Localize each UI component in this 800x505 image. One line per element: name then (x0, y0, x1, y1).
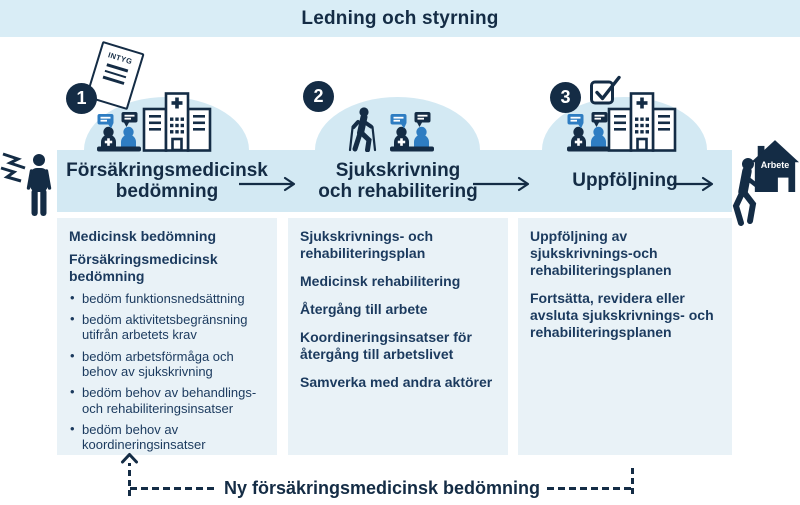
ill-person-icon (26, 154, 52, 216)
bullet-item: bedöm behov av koordineringsinsatser (69, 421, 265, 453)
feedback-loop-label: Ny försäkringsmedicinsk bedömning (223, 478, 541, 498)
step2-title-line1: Sjukskrivning (335, 159, 461, 181)
banner-title: Ledning och styrning (301, 7, 499, 29)
step1-title-line1: Försäkringsmedicinsk (66, 159, 268, 181)
step3-item: Fortsätta, revidera eller avsluta sjuksk… (530, 289, 714, 340)
pain-flash-icon (0, 152, 26, 183)
step1-number-badge: 1 (66, 83, 97, 114)
step1-heading-1: Medicinsk bedömning (69, 228, 217, 244)
hospital-icon (607, 92, 677, 152)
step1-heading-2: Försäkringsmedicinsk bedömning (69, 250, 218, 284)
loop-right-vertical-dash (631, 464, 634, 494)
bullet-item: bedöm behov av behandlings- och rehabili… (69, 384, 265, 416)
step2-title-line2: och rehabilitering (318, 181, 478, 202)
step3-number-badge: 3 (550, 82, 581, 113)
step3-title: Uppföljning (518, 150, 732, 212)
loop-dash-left (130, 487, 217, 490)
arrow-step3-to-work-icon (673, 176, 714, 192)
step1-title: Försäkringsmedicinsk bedömning (57, 150, 277, 212)
bullet-item: bedöm funktionsnedsättning (69, 290, 265, 306)
feedback-loop: Ny försäkringsmedicinsk bedömning (130, 478, 635, 499)
hospital-icon (142, 92, 212, 152)
arrow-step1-to-step2-icon (238, 176, 296, 192)
step2-item: Koordineringsinsatser för återgång till … (300, 328, 472, 362)
step3-title-line1: Uppföljning (572, 170, 678, 192)
banner: Ledning och styrning (0, 0, 800, 37)
step2-title: Sjukskrivning och rehabilitering (288, 150, 508, 212)
step2-number-badge: 2 (303, 81, 334, 112)
step1-bullet-list: bedöm funktionsnedsättning bedöm aktivit… (69, 290, 265, 453)
checkbox-checked-icon (590, 75, 621, 105)
step2-item: Återgång till arbete (300, 300, 428, 317)
bullet-item: bedöm aktivitetsbegränsning utifrån arbe… (69, 311, 265, 343)
step3-detail-box: Uppföljning av sjukskrivnings-och rehabi… (518, 218, 732, 455)
loop-up-arrowhead-icon (121, 453, 138, 464)
step2-item: Sjukskrivnings- och rehabiliteringsplan (300, 228, 434, 261)
step2-detail-box: Sjukskrivnings- och rehabiliteringsplan … (288, 218, 508, 455)
walking-person-icon (732, 158, 759, 226)
loop-dash-right (547, 487, 635, 490)
step3-item: Uppföljning av sjukskrivnings-och rehabi… (530, 228, 672, 278)
process-band (57, 150, 732, 212)
consultation-icon (390, 112, 434, 152)
loop-left-vertical-dash (128, 463, 131, 496)
step1-detail-box: Medicinsk bedömning Försäkringsmedicinsk… (57, 218, 277, 455)
work-house-label: Arbete (760, 160, 790, 170)
step1-title-line2: bedömning (115, 181, 219, 202)
step2-item: Medicinsk rehabilitering (300, 272, 461, 289)
consultation-icon (97, 112, 141, 152)
step2-item: Samverka med andra aktörer (300, 373, 493, 390)
arrow-step2-to-step3-icon (472, 176, 530, 192)
work-house-icon (751, 140, 799, 192)
bullet-item: bedöm arbetsförmåga och behov av sjukskr… (69, 348, 265, 380)
rehab-walking-icon (348, 107, 377, 152)
